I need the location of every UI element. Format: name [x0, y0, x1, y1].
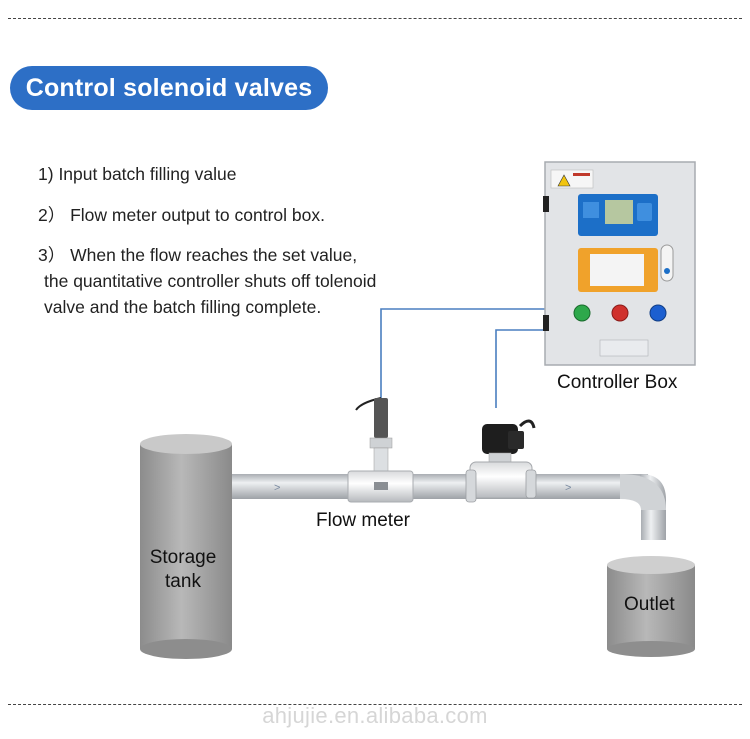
top-dashed-divider: [8, 18, 742, 19]
section-title: Control solenoid valves: [10, 66, 328, 110]
step-3: 3） When the flow reaches the set value, …: [38, 242, 376, 320]
step-1-number: 1): [38, 164, 54, 184]
flow-arrow-1: >: [274, 482, 280, 494]
step-3-number: 3）: [38, 245, 66, 265]
step-1-text: Input batch filling value: [58, 164, 237, 184]
section-title-text: Control solenoid valves: [25, 73, 313, 102]
warning-icon: [557, 174, 571, 187]
step-2-number: 2）: [38, 205, 66, 225]
step-3-line-3: valve and the batch filling complete.: [44, 297, 322, 317]
signal-wires: [380, 308, 545, 408]
storage-tank-label-line-1: Storage: [149, 547, 217, 568]
flow-meter: [347, 397, 414, 503]
outlet-label: Outlet: [624, 594, 675, 615]
storage-tank-label-line-2: tank: [165, 571, 201, 592]
step-3-line-1: When the flow reaches the set value,: [70, 245, 358, 265]
bottom-dashed-divider: [8, 704, 742, 705]
solenoid-valve: [465, 419, 537, 503]
storage-tank: [140, 434, 232, 659]
step-3-line-2: the quantitative controller shuts off to…: [44, 271, 377, 291]
storage-tank-label: Storage tank: [140, 546, 226, 594]
controller-box: [543, 161, 696, 366]
watermark: ahjujie.en.alibaba.com: [262, 703, 488, 728]
controller-box-label: Controller Box: [557, 372, 678, 393]
flow-meter-signal-wire: [380, 308, 545, 398]
pipeline: > >: [228, 474, 666, 540]
step-1: 1) Input batch filling value: [38, 161, 236, 187]
valve-signal-wire: [495, 329, 545, 408]
step-2-text: Flow meter output to control box.: [70, 205, 325, 225]
flow-meter-label: Flow meter: [316, 510, 410, 531]
outlet-tank: [607, 556, 695, 657]
step-2: 2） Flow meter output to control box.: [38, 202, 325, 228]
flow-arrow-2: >: [565, 482, 571, 494]
